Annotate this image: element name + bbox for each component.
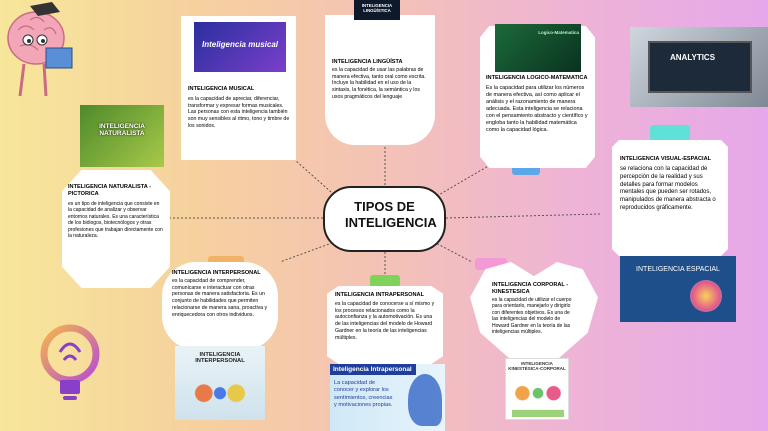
logica-image: Logico-Matematica: [495, 24, 581, 72]
analytics-image: ANALYTICS: [630, 27, 768, 107]
naturalista-image-label: INTELIGENCIA NATURALISTA: [82, 123, 162, 137]
logica-text-block: INTELIGENCIA LOGICO-MATEMATICA Es la cap…: [486, 75, 590, 134]
intrapersonal-text-block: INTELIGENCIA INTRAPERSONAL es la capacid…: [335, 292, 437, 341]
corporal-image-label: INTELIGENCIA KINESTÉSICA-CORPORAL: [508, 361, 566, 371]
logica-title: INTELIGENCIA LOGICO-MATEMATICA: [486, 75, 590, 82]
interpersonal-image-label: INTELIGENCIA INTERPERSONAL: [179, 352, 261, 364]
corporal-image: INTELIGENCIA KINESTÉSICA-CORPORAL: [505, 358, 569, 420]
center-title: TIPOS DE INTELIGENCIA: [325, 199, 444, 232]
naturalista-title: INTELIGENCIA NATURALISTA - PICTORICA: [68, 184, 164, 198]
interpersonal-text-block: INTELIGENCIA INTERPERSONAL es la capacid…: [172, 270, 270, 318]
center-node: TIPOS DE INTELIGENCIA: [323, 186, 446, 252]
musical-text: es la capacidad de apreciar, diferenciar…: [188, 96, 290, 130]
linguistica-image-label: INTELIGENCIA LINGÜÍSTICA: [355, 3, 399, 13]
lightbulb-brain-icon: [30, 318, 110, 408]
musical-image: Inteligencia musical: [194, 22, 286, 72]
head-silhouette-icon: [408, 374, 442, 426]
linguistica-text-block: INTELIGENCIA LINGÜÍSTA es la capacidad d…: [332, 59, 428, 101]
corporal-text: es la capacidad de utilizar el cuerpo pa…: [492, 297, 576, 336]
intrapersonal-title: INTELIGENCIA INTRAPERSONAL: [335, 292, 437, 299]
linguistica-title: INTELIGENCIA LINGÜÍSTA: [332, 59, 428, 66]
intrapersonal-image-title: Inteligencia Intrapersonal: [330, 364, 416, 375]
interpersonal-text: es la capacidad de comprender, comunicar…: [172, 278, 270, 319]
connector-visual: [446, 214, 600, 218]
visual-text: se relaciona con la capacidad de percepc…: [620, 166, 720, 213]
musical-title: INTELIGENCIA MUSICAL: [188, 86, 290, 93]
visual-image-label: INTELIGENCIA ESPACIAL: [624, 266, 732, 273]
intrapersonal-tab: [370, 275, 400, 287]
interpersonal-image: INTELIGENCIA INTERPERSONAL: [175, 346, 265, 420]
intrapersonal-image-text: La capacidad de conocer y explorar los s…: [334, 380, 396, 409]
analytics-label: ANALYTICS: [670, 53, 715, 62]
corporal-title: INTELIGENCIA CORPORAL - KINESTESICA: [492, 282, 576, 296]
kids-icon: [512, 383, 564, 417]
brain-icon: [690, 280, 722, 312]
naturalista-text-block: INTELIGENCIA NATURALISTA - PICTORICA es …: [68, 184, 164, 240]
naturalista-text: es un tipo de inteligencia que consiste …: [68, 201, 164, 240]
intrapersonal-image: Inteligencia Intrapersonal La capacidad …: [330, 364, 445, 431]
linguistica-text: es la capacidad de usar las palabras de …: [332, 67, 428, 101]
visual-image: INTELIGENCIA ESPACIAL: [620, 256, 736, 322]
intrapersonal-text: es la capacidad de conocerse a sí mismo …: [335, 301, 437, 342]
musical-image-label: Inteligencia musical: [198, 40, 282, 49]
naturalista-image: INTELIGENCIA NATURALISTA: [80, 105, 164, 167]
linguistica-image: INTELIGENCIA LINGÜÍSTICA: [354, 0, 400, 20]
visual-title: INTELIGENCIA VISUAL-ESPACIAL: [620, 156, 720, 163]
laptop-icon: [648, 41, 752, 93]
logica-text: Es la capacidad para utilizar los número…: [486, 85, 590, 134]
brain-mascot-illustration: [0, 0, 78, 110]
musical-text-block: INTELIGENCIA MUSICAL es la capacidad de …: [188, 86, 290, 130]
logica-image-label: Logico-Matematica: [497, 30, 579, 35]
people-icon: [193, 382, 247, 410]
corporal-text-block: INTELIGENCIA CORPORAL - KINESTESICA es l…: [492, 282, 576, 336]
visual-text-block: INTELIGENCIA VISUAL-ESPACIAL se relacion…: [620, 156, 720, 213]
interpersonal-title: INTELIGENCIA INTERPERSONAL: [172, 270, 270, 277]
